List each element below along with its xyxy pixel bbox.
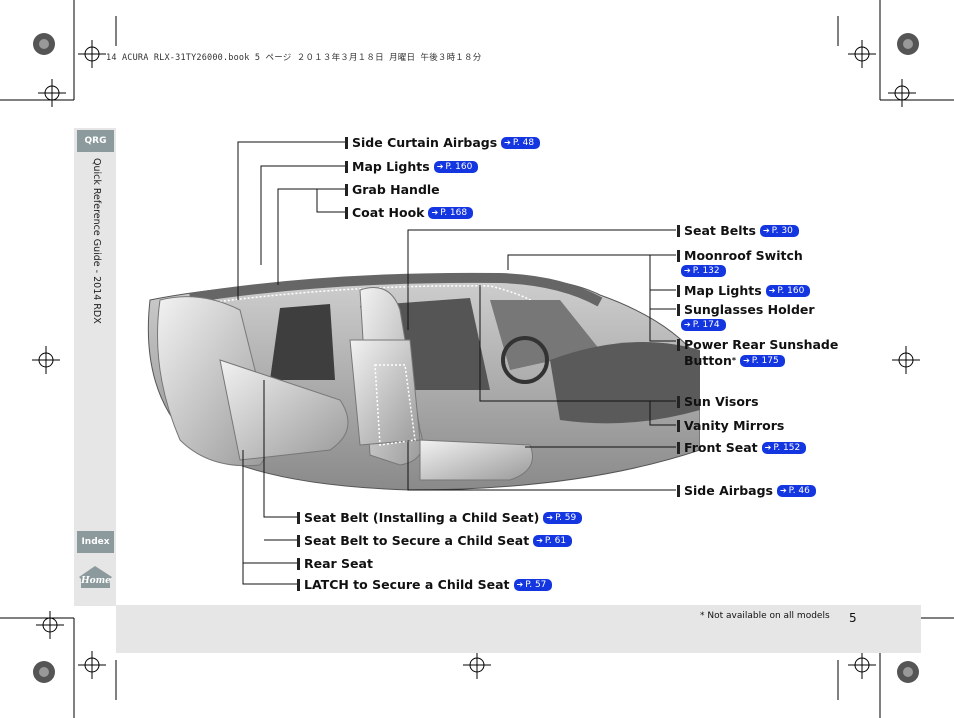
footer-band <box>116 605 921 653</box>
section-title: Quick Reference Guide - 2014 RDX <box>91 158 102 324</box>
callout-power-rear-sunshade: Power Rear Sunshade <box>677 337 838 352</box>
callout-bar <box>345 206 348 219</box>
callout-bar <box>297 578 300 591</box>
callout-bar <box>345 136 348 149</box>
arrow-icon: ➔ <box>743 355 750 365</box>
arrow-icon: ➔ <box>684 320 691 329</box>
callout-label: Grab Handle <box>352 182 440 197</box>
arrow-icon: ➔ <box>684 266 691 275</box>
callout-label: Map Lights <box>352 159 430 174</box>
callout-label: Power Rear Sunshade <box>684 337 839 352</box>
callout-grab-handle: Grab Handle <box>345 182 440 197</box>
callout-bar <box>297 534 300 547</box>
page-ref-link[interactable]: ➔P. 30 <box>759 224 799 237</box>
page-ref-link[interactable]: ➔P. 48 <box>501 136 541 149</box>
callout-moonroof-switch: Moonroof Switch <box>677 248 803 263</box>
callout-label: LATCH to Secure a Child Seat <box>304 577 510 592</box>
sidebar <box>74 128 116 606</box>
callout-label: Coat Hook <box>352 205 425 220</box>
callout-sunglasses-holder: Sunglasses Holder <box>677 302 815 317</box>
footnote: * Not available on all models <box>700 611 830 621</box>
callout-seat-belt-secure[interactable]: Seat Belt to Secure a Child Seat ➔P. 61 <box>297 533 573 548</box>
qrg-tab[interactable]: QRG <box>77 130 114 152</box>
callout-seat-belt-installing[interactable]: Seat Belt (Installing a Child Seat) ➔P. … <box>297 510 583 525</box>
callout-bar <box>297 511 300 524</box>
page-ref-link[interactable]: ➔P. 175 <box>740 354 785 367</box>
callout-bar <box>345 183 348 196</box>
callout-label: Vanity Mirrors <box>684 418 785 433</box>
callout-front-seat[interactable]: Front Seat ➔P. 152 <box>677 440 807 455</box>
callout-vanity-mirrors: Vanity Mirrors <box>677 418 784 433</box>
callout-sun-visors: Sun Visors <box>677 394 759 409</box>
callout-side-airbags[interactable]: Side Airbags ➔P. 46 <box>677 483 816 498</box>
callout-label: Map Lights <box>684 283 762 298</box>
page-ref-link[interactable]: ➔P. 132 <box>681 265 726 277</box>
callout-bar <box>677 284 680 297</box>
arrow-icon: ➔ <box>546 512 554 522</box>
home-tab[interactable]: Home <box>77 564 114 590</box>
callout-label: Rear Seat <box>304 556 373 571</box>
arrow-icon: ➔ <box>516 579 524 589</box>
callout-power-rear-sunshade-line2[interactable]: Button* ➔P. 175 <box>684 353 785 368</box>
callout-label: Seat Belt to Secure a Child Seat <box>304 533 530 548</box>
callout-label: Seat Belt (Installing a Child Seat) <box>304 510 540 525</box>
callout-sunglasses-holder-ref[interactable]: ➔P. 174 <box>681 319 726 331</box>
callout-map-lights-right[interactable]: Map Lights ➔P. 160 <box>677 283 811 298</box>
callout-label: Side Airbags <box>684 483 773 498</box>
arrow-icon: ➔ <box>536 535 543 545</box>
arrow-icon: ➔ <box>436 161 444 171</box>
callout-bar <box>297 557 300 570</box>
callout-side-curtain-airbags[interactable]: Side Curtain Airbags ➔P. 48 <box>345 135 541 150</box>
callout-label: Moonroof Switch <box>684 248 803 263</box>
callout-seat-belts[interactable]: Seat Belts ➔P. 30 <box>677 223 799 238</box>
home-label: Home <box>80 576 111 586</box>
callout-bar <box>677 419 680 432</box>
page-ref-link[interactable]: ➔P. 168 <box>428 206 474 219</box>
index-tab[interactable]: Index <box>77 531 114 553</box>
callout-rear-seat: Rear Seat <box>297 556 373 571</box>
callout-label: Front Seat <box>684 440 758 455</box>
print-header-text: 14 ACURA RLX-31TY26000.book 5 ページ ２０１３年３… <box>106 53 482 63</box>
page-ref-link[interactable]: ➔P. 61 <box>533 534 573 547</box>
callout-bar <box>677 224 680 237</box>
page-ref-link[interactable]: ➔P. 46 <box>776 484 816 497</box>
callout-bar <box>677 249 680 262</box>
home-icon: Home <box>79 566 112 588</box>
callout-label: Seat Belts <box>684 223 756 238</box>
callout-label: Sunglasses Holder <box>684 302 815 317</box>
arrow-icon: ➔ <box>504 137 511 147</box>
callout-latch[interactable]: LATCH to Secure a Child Seat ➔P. 57 <box>297 577 553 592</box>
page-number: 5 <box>849 611 857 625</box>
callout-bar <box>677 338 680 351</box>
callout-bar <box>677 484 680 497</box>
callout-label: Side Curtain Airbags <box>352 135 498 150</box>
arrow-icon: ➔ <box>762 225 770 235</box>
callout-coat-hook[interactable]: Coat Hook ➔P. 168 <box>345 205 474 220</box>
page-ref-link[interactable]: ➔P. 174 <box>681 319 726 331</box>
callout-bar <box>677 441 680 454</box>
arrow-icon: ➔ <box>764 442 772 452</box>
callout-map-lights-top[interactable]: Map Lights ➔P. 160 <box>345 159 479 174</box>
callout-label: Button <box>684 353 732 368</box>
page-ref-link[interactable]: ➔P. 160 <box>765 284 811 297</box>
footnote-marker: * <box>731 356 737 365</box>
callout-moonroof-switch-ref[interactable]: ➔P. 132 <box>681 265 726 277</box>
arrow-icon: ➔ <box>768 285 776 295</box>
arrow-icon: ➔ <box>431 207 439 217</box>
callout-bar <box>677 395 680 408</box>
page-ref-link[interactable]: ➔P. 160 <box>433 160 479 173</box>
callout-bar <box>677 303 680 316</box>
car-interior-illustration <box>147 272 700 491</box>
callout-bar <box>345 160 348 173</box>
arrow-icon: ➔ <box>779 485 787 495</box>
callout-label: Sun Visors <box>684 394 759 409</box>
page-ref-link[interactable]: ➔P. 59 <box>543 511 583 524</box>
page-ref-link[interactable]: ➔P. 57 <box>513 578 553 591</box>
page-ref-link[interactable]: ➔P. 152 <box>761 441 807 454</box>
